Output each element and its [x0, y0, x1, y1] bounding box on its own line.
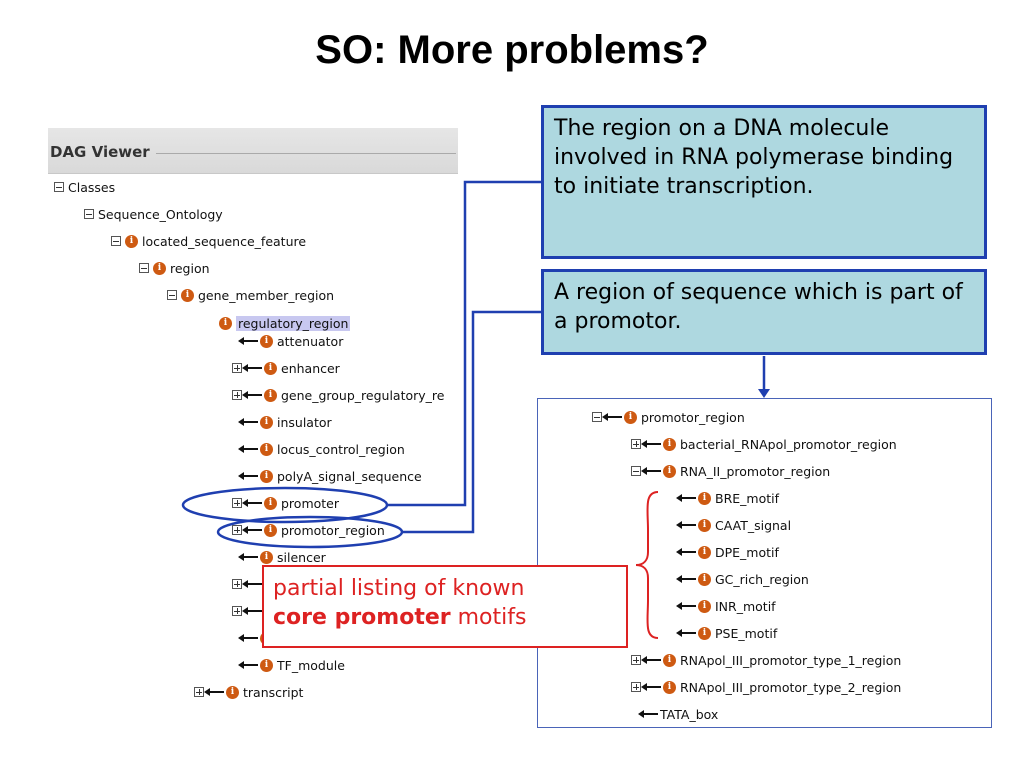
promotor-region-panel: [537, 398, 992, 728]
tree-row[interactable]: i silencer: [238, 547, 326, 567]
expand-toggle-icon[interactable]: [232, 579, 242, 589]
info-icon[interactable]: i: [264, 388, 277, 402]
is-a-arrow-icon: [242, 363, 262, 373]
info-icon[interactable]: i: [260, 550, 273, 564]
info-icon[interactable]: i: [264, 361, 277, 375]
tree-row[interactable]: i located_sequence_feature: [111, 231, 306, 251]
expand-toggle-icon[interactable]: [232, 498, 242, 508]
info-icon[interactable]: i: [264, 496, 277, 510]
promoter-connector-line: [387, 180, 541, 507]
tree-row[interactable]: i gene_member_region: [167, 285, 334, 305]
expand-toggle-icon[interactable]: [232, 606, 242, 616]
is-a-arrow-icon: [242, 390, 262, 400]
info-icon[interactable]: i: [219, 316, 232, 330]
is-a-arrow-icon: [242, 579, 262, 589]
tree-row[interactable]: i insulator: [238, 412, 332, 432]
note-rest: motifs: [450, 605, 527, 630]
info-icon[interactable]: i: [260, 658, 273, 672]
tree-row-label: promoter: [281, 495, 340, 511]
info-icon[interactable]: i: [264, 523, 277, 537]
is-a-arrow-icon: [238, 660, 258, 670]
tree-row-label: transcript: [243, 684, 304, 700]
collapse-toggle-icon[interactable]: [111, 236, 121, 246]
note-line-2: core promoter motifs: [273, 603, 617, 632]
tree-row-label: locus_control_region: [277, 441, 405, 457]
tree-row-label: attenuator: [277, 333, 344, 349]
tree-row[interactable]: Sequence_Ontology: [84, 204, 223, 224]
tree-row-label: insulator: [277, 414, 332, 430]
is-a-arrow-icon: [238, 471, 258, 481]
tree-row[interactable]: i TF_module: [238, 655, 345, 675]
tree-row-label: promotor_region: [281, 522, 385, 538]
tree-row[interactable]: i enhancer: [232, 358, 340, 378]
core-promoter-note: partial listing of known core promoter m…: [262, 565, 628, 648]
tree-row-label: TF_module: [277, 657, 345, 673]
info-icon[interactable]: i: [226, 685, 239, 699]
info-icon[interactable]: i: [260, 469, 273, 483]
info-icon[interactable]: i: [125, 234, 138, 248]
note-bold: core promoter: [273, 605, 451, 630]
note-line-1: partial listing of known: [273, 576, 525, 601]
tree-row-label: gene_member_region: [198, 287, 335, 303]
info-icon[interactable]: i: [153, 261, 166, 275]
collapse-toggle-icon[interactable]: [139, 263, 149, 273]
tree-row[interactable]: i locus_control_region: [238, 439, 405, 459]
is-a-arrow-icon: [238, 336, 258, 346]
is-a-arrow-icon: [238, 417, 258, 427]
promotor-region-connector-line: [402, 310, 541, 534]
expand-toggle-icon[interactable]: [232, 390, 242, 400]
is-a-arrow-icon: [238, 444, 258, 454]
tree-row-label: gene_group_regulatory_re: [281, 387, 445, 403]
info-icon[interactable]: i: [260, 334, 273, 348]
collapse-toggle-icon[interactable]: [84, 209, 94, 219]
tree-row-label: silencer: [277, 549, 326, 565]
is-a-arrow-icon: [238, 552, 258, 562]
tree-row[interactable]: i attenuator: [238, 331, 343, 351]
dag-viewer-header: DAG Viewer: [48, 128, 458, 174]
tree-row-label: Sequence_Ontology: [98, 206, 223, 222]
tree-row[interactable]: i gene_group_regulatory_re: [232, 385, 444, 405]
tree-row-label: regulatory_region: [236, 315, 351, 331]
slide-title: SO: More problems?: [315, 28, 709, 72]
tree-row[interactable]: i transcript: [194, 682, 303, 702]
header-divider: [156, 153, 456, 154]
expand-toggle-icon[interactable]: [232, 363, 242, 373]
is-a-arrow-icon: [242, 606, 262, 616]
down-arrow-head: [758, 389, 770, 398]
expand-toggle-icon[interactable]: [232, 525, 242, 535]
tree-row-label: region: [170, 260, 210, 276]
tree-row[interactable]: i regulatory_region: [219, 313, 351, 333]
dag-viewer-title: DAG Viewer: [50, 143, 150, 161]
info-icon[interactable]: i: [260, 415, 273, 429]
motif-brace: [635, 491, 659, 639]
is-a-arrow-icon: [242, 525, 262, 535]
tree-row[interactable]: i polyA_signal_sequence: [238, 466, 422, 486]
info-icon[interactable]: i: [181, 288, 194, 302]
tree-row[interactable]: Classes: [54, 177, 115, 197]
tree-row[interactable]: i promotor_region: [232, 520, 385, 540]
is-a-arrow-icon: [204, 687, 224, 697]
collapse-toggle-icon[interactable]: [54, 182, 64, 192]
tree-row-label: located_sequence_feature: [142, 233, 307, 249]
tree-row-label: Classes: [68, 179, 116, 195]
info-icon[interactable]: i: [260, 442, 273, 456]
is-a-arrow-icon: [238, 633, 258, 643]
tree-row-label: enhancer: [281, 360, 340, 376]
tree-row[interactable]: i promoter: [232, 493, 339, 513]
expand-toggle-icon[interactable]: [194, 687, 204, 697]
collapse-toggle-icon[interactable]: [167, 290, 177, 300]
is-a-arrow-icon: [242, 498, 262, 508]
tree-row-label: polyA_signal_sequence: [277, 468, 422, 484]
promotor-region-definition-box: A region of sequence which is part of a …: [541, 269, 987, 355]
promoter-definition-box: The region on a DNA molecule involved in…: [541, 105, 987, 259]
